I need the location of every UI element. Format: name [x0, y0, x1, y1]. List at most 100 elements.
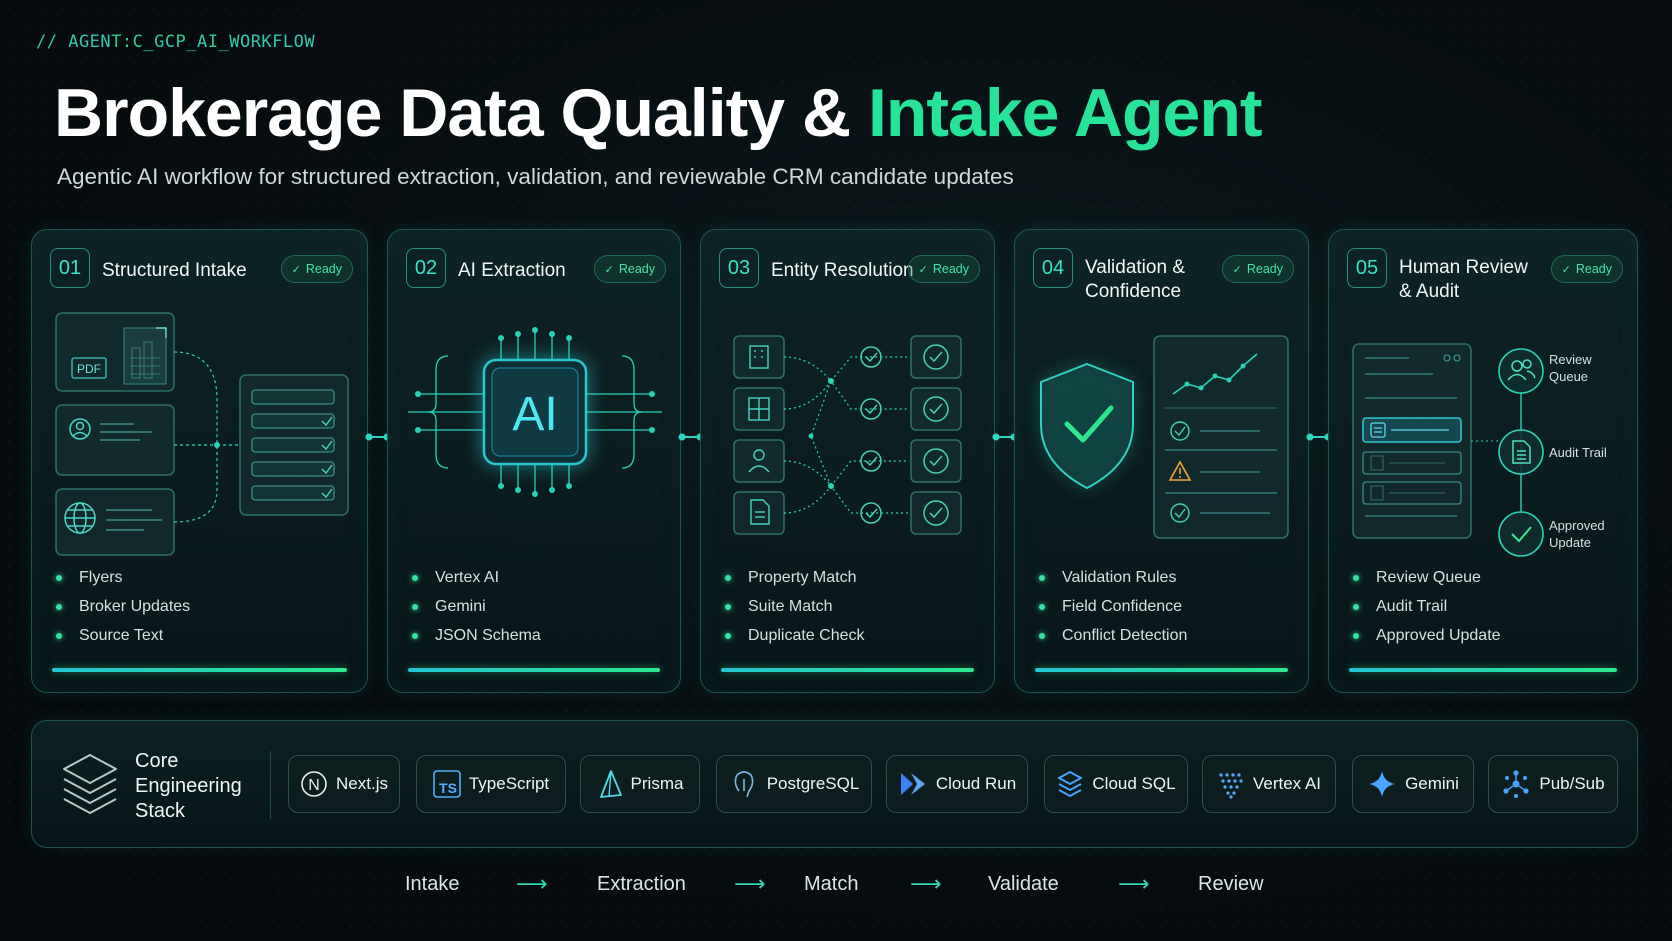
arrow-right-icon: ⟶	[1118, 871, 1150, 896]
stage-card-validation-confidence[interactable]: 04 Validation &Confidence ✓Ready Validat…	[1014, 229, 1309, 693]
nextjs-icon: N	[301, 771, 327, 797]
warning-icon	[1168, 460, 1192, 481]
ready-badge: ✓ Ready	[280, 255, 353, 283]
ai-chip-illustration: AI	[408, 327, 662, 497]
user-profile-icon	[69, 418, 152, 441]
entity-match-illustration	[733, 335, 962, 535]
svg-text:TS: TS	[439, 780, 457, 796]
stage-title: Structured Intake	[102, 260, 247, 281]
title-main: Brokerage Data Quality &	[54, 75, 868, 151]
stage-bullets: Flyers Broker Updates Source Text	[56, 563, 190, 650]
list-item: Review Queue	[1353, 563, 1501, 592]
ready-badge: ✓Ready	[593, 255, 666, 283]
layers-icon	[63, 754, 117, 814]
list-item: Gemini	[412, 592, 541, 621]
stack-item-gemini: Gemini	[1352, 755, 1474, 813]
svg-text:Review: Review	[1549, 352, 1592, 367]
page-title: Brokerage Data Quality & Intake Agent	[54, 74, 1262, 152]
stage-title: Entity Resolution	[771, 260, 914, 281]
ready-badge: ✓ Ready	[907, 255, 980, 283]
flow-step-validate: Validate	[988, 873, 1059, 895]
validation-illustration	[1040, 335, 1289, 539]
flow-step-review: Review	[1198, 873, 1264, 895]
typescript-icon: TS	[433, 770, 461, 798]
stage-bullets: Property Match Suite Match Duplicate Che…	[725, 563, 865, 650]
stack-item-vertex-ai: Vertex AI	[1202, 755, 1336, 813]
stage-card-human-review[interactable]: 05 Human Review& Audit ✓ Ready Review Que…	[1328, 229, 1638, 693]
check-icon: ✓	[291, 263, 301, 276]
flow-step-extraction: Extraction	[597, 873, 686, 895]
vertex-ai-icon	[1219, 773, 1243, 799]
list-item: Field Confidence	[1039, 592, 1187, 621]
users-icon	[1507, 359, 1536, 381]
arrow-right-icon: ⟶	[516, 871, 548, 896]
badge-label: Ready	[1575, 262, 1612, 276]
badge-label: Ready	[618, 262, 655, 276]
pubsub-icon	[1503, 770, 1529, 798]
badge-label: Ready	[1246, 262, 1283, 276]
list-item: Approved Update	[1353, 621, 1501, 650]
badge-label: Ready	[932, 262, 969, 276]
arrow-right-icon: ⟶	[910, 871, 942, 896]
list-item: Validation Rules	[1039, 563, 1187, 592]
stack-item-pubsub: Pub/Sub	[1488, 755, 1618, 813]
cloud-sql-icon	[1058, 771, 1083, 797]
globe-icon	[64, 502, 162, 534]
svg-text:PDF: PDF	[77, 362, 101, 376]
stack-item-nextjs: N Next.js	[288, 755, 400, 813]
list-item: Broker Updates	[56, 592, 190, 621]
stack-title: Core Engineering Stack	[135, 750, 242, 822]
ready-badge: ✓ Ready	[1550, 255, 1623, 283]
progress-bar	[721, 668, 974, 672]
floorplan-icon	[748, 397, 770, 421]
check-icon: ✓	[918, 263, 928, 276]
stage-title: AI Extraction	[458, 260, 566, 281]
stage-card-ai-extraction[interactable]: 02 AI Extraction ✓Ready AI Vertex AI Gem…	[387, 229, 681, 693]
document-icon	[1512, 440, 1531, 464]
list-item: Flyers	[56, 563, 190, 592]
stack-item-prisma: Prisma	[580, 755, 700, 813]
ai-chip-label: AI	[512, 388, 557, 441]
stack-item-postgresql: PostgreSQL	[716, 755, 872, 813]
core-engineering-stack: Core Engineering Stack N Next.js TS Type…	[31, 720, 1638, 848]
agent-tag: // AGENT:C_GCP_AI_WORKFLOW	[36, 32, 316, 52]
progress-bar	[1035, 668, 1288, 672]
stage-number: 03	[719, 248, 759, 288]
list-item: Source Text	[56, 621, 190, 650]
stage-title: Human Review& Audit	[1399, 257, 1528, 302]
person-icon	[748, 449, 770, 473]
list-item: Suite Match	[725, 592, 865, 621]
workflow-flow: Intake ⟶ Extraction ⟶ Match ⟶ Validate ⟶…	[0, 871, 1672, 903]
document-icon	[750, 499, 770, 525]
divider	[270, 751, 271, 819]
progress-bar	[1349, 668, 1617, 672]
stack-item-cloud-sql: Cloud SQL	[1044, 755, 1188, 813]
list-item: Duplicate Check	[725, 621, 865, 650]
svg-text:Update: Update	[1549, 535, 1591, 550]
svg-text:Audit Trail: Audit Trail	[1549, 445, 1607, 460]
stage-number: 04	[1033, 248, 1073, 288]
pdf-icon: PDF	[71, 327, 167, 385]
list-item: Property Match	[725, 563, 865, 592]
intake-illustration: PDF	[55, 312, 349, 556]
stack-item-cloud-run: Cloud Run	[886, 755, 1028, 813]
svg-text:N: N	[308, 777, 320, 794]
list-item: Conflict Detection	[1039, 621, 1187, 650]
stage-card-entity-resolution[interactable]: 03 Entity Resolution ✓ Ready	[700, 229, 995, 693]
list-item: Audit Trail	[1353, 592, 1501, 621]
building-icon	[749, 345, 769, 369]
postgresql-icon	[734, 771, 754, 798]
stage-number: 01	[50, 248, 90, 288]
badge-label: Ready	[305, 262, 342, 276]
stage-bullets: Vertex AI Gemini JSON Schema	[412, 563, 541, 650]
stage-number: 05	[1347, 248, 1387, 288]
check-icon: ✓	[1561, 263, 1571, 276]
flow-step-match: Match	[804, 873, 859, 895]
page-subtitle: Agentic AI workflow for structured extra…	[57, 164, 1014, 189]
check-circle-icon	[1511, 526, 1532, 543]
cloud-run-icon	[900, 773, 925, 795]
stage-bullets: Validation Rules Field Confidence Confli…	[1039, 563, 1187, 650]
svg-text:Approved: Approved	[1549, 518, 1605, 533]
stage-card-structured-intake[interactable]: 01 Structured Intake ✓ Ready PDF	[31, 229, 368, 693]
prisma-icon	[599, 770, 622, 798]
